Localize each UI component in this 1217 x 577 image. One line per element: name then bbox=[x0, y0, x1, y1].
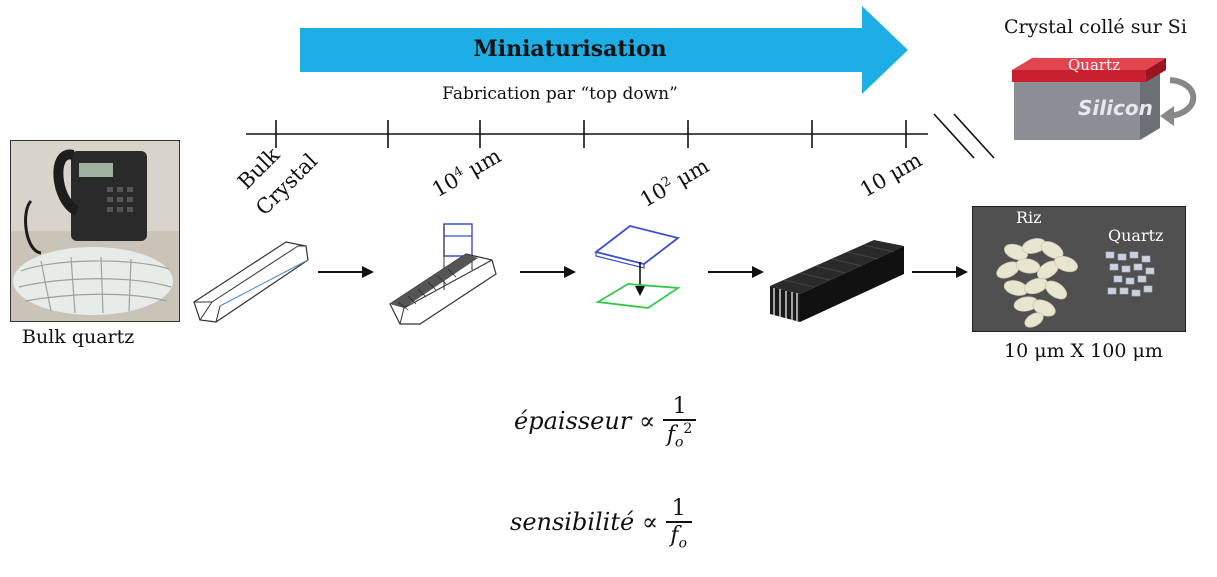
quartz-on-silicon-illustration bbox=[1012, 58, 1197, 140]
bonding-drawing bbox=[593, 225, 681, 309]
quartz-sample-label: Quartz bbox=[1108, 226, 1164, 245]
quartz-layer-label: Quartz bbox=[1068, 56, 1121, 74]
process-arrow-3 bbox=[708, 266, 764, 278]
slab-array-drawing bbox=[770, 240, 904, 322]
bulk-quartz-caption: Bulk quartz bbox=[22, 326, 135, 348]
bulk-quartz-photo bbox=[10, 140, 180, 322]
riz-label: Riz bbox=[1016, 208, 1042, 227]
sliced-crystal-drawing bbox=[389, 223, 497, 325]
fraction-sensitivity: 1 fo bbox=[665, 496, 692, 551]
arrow-label: Miniaturisation bbox=[473, 36, 667, 62]
scale-axis bbox=[246, 113, 995, 159]
equation-sensitivity: sensibilité ∝ 1 fo bbox=[510, 496, 692, 551]
fabrication-label: Fabrication par “top down” bbox=[442, 84, 678, 104]
process-arrow-4 bbox=[912, 266, 968, 278]
bonded-crystal-title: Crystal collé sur Si bbox=[1004, 16, 1187, 38]
process-arrow-2 bbox=[520, 266, 576, 278]
equation-thickness: épaisseur ∝ 1 fo2 bbox=[514, 394, 697, 451]
bulk-crystal-drawing bbox=[193, 241, 309, 323]
fraction-thickness: 1 fo2 bbox=[662, 394, 697, 451]
process-arrow-1 bbox=[318, 266, 374, 278]
size-caption: 10 μm X 100 μm bbox=[1004, 340, 1163, 362]
silicon-layer-label: Silicon bbox=[1078, 96, 1153, 120]
rice-quartz-photo bbox=[972, 206, 1186, 332]
miniaturisation-arrow bbox=[300, 6, 908, 94]
